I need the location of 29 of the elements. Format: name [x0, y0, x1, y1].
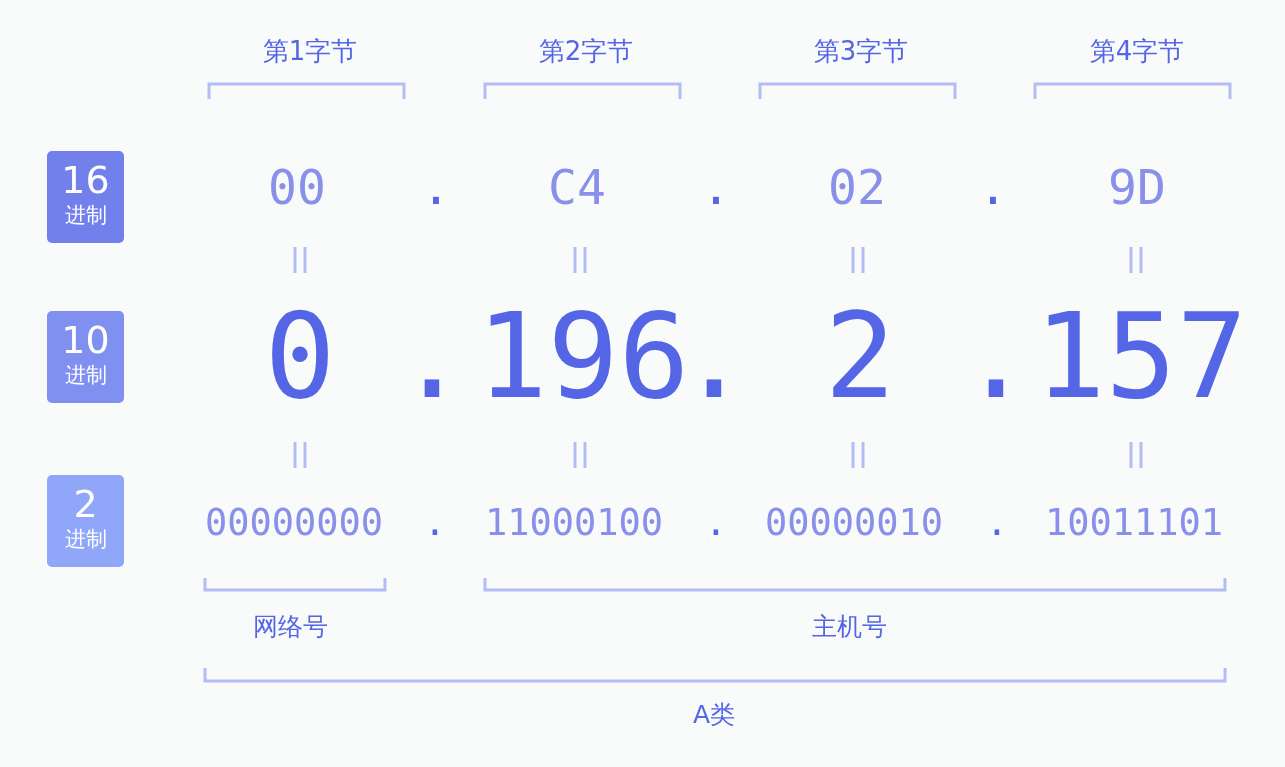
byte-heading: 第3字节	[813, 38, 909, 64]
decimal-value: 157	[1034, 297, 1248, 415]
base-badge: 10 进制	[47, 311, 124, 403]
decimal-value: 2	[824, 297, 896, 415]
part-label: A类	[692, 701, 736, 727]
byte-heading: 第4字节	[1089, 38, 1185, 64]
hex-value: 02	[828, 163, 886, 211]
dot: .	[421, 163, 451, 211]
dot: .	[985, 503, 1009, 541]
base-badge: 16 进制	[47, 151, 124, 243]
dot: .	[423, 503, 447, 541]
byte-heading: 第2字节	[538, 38, 634, 64]
dot: .	[978, 163, 1008, 211]
decimal-value: 0	[264, 297, 336, 415]
hex-value: 9D	[1108, 163, 1166, 211]
base-badge: 2 进制	[47, 475, 124, 567]
dot: .	[960, 297, 1032, 415]
dot: .	[704, 503, 728, 541]
hex-value: C4	[548, 163, 606, 211]
hex-value: 00	[268, 163, 326, 211]
dot: .	[701, 163, 731, 211]
part-label: 主机号	[811, 613, 887, 639]
binary-value: 00000010	[764, 503, 944, 541]
part-label: 网络号	[252, 613, 328, 639]
binary-value: 11000100	[484, 503, 664, 541]
binary-value: 00000000	[204, 503, 384, 541]
byte-heading: 第1字节	[262, 38, 358, 64]
dot: .	[396, 297, 468, 415]
binary-value: 10011101	[1044, 503, 1224, 541]
